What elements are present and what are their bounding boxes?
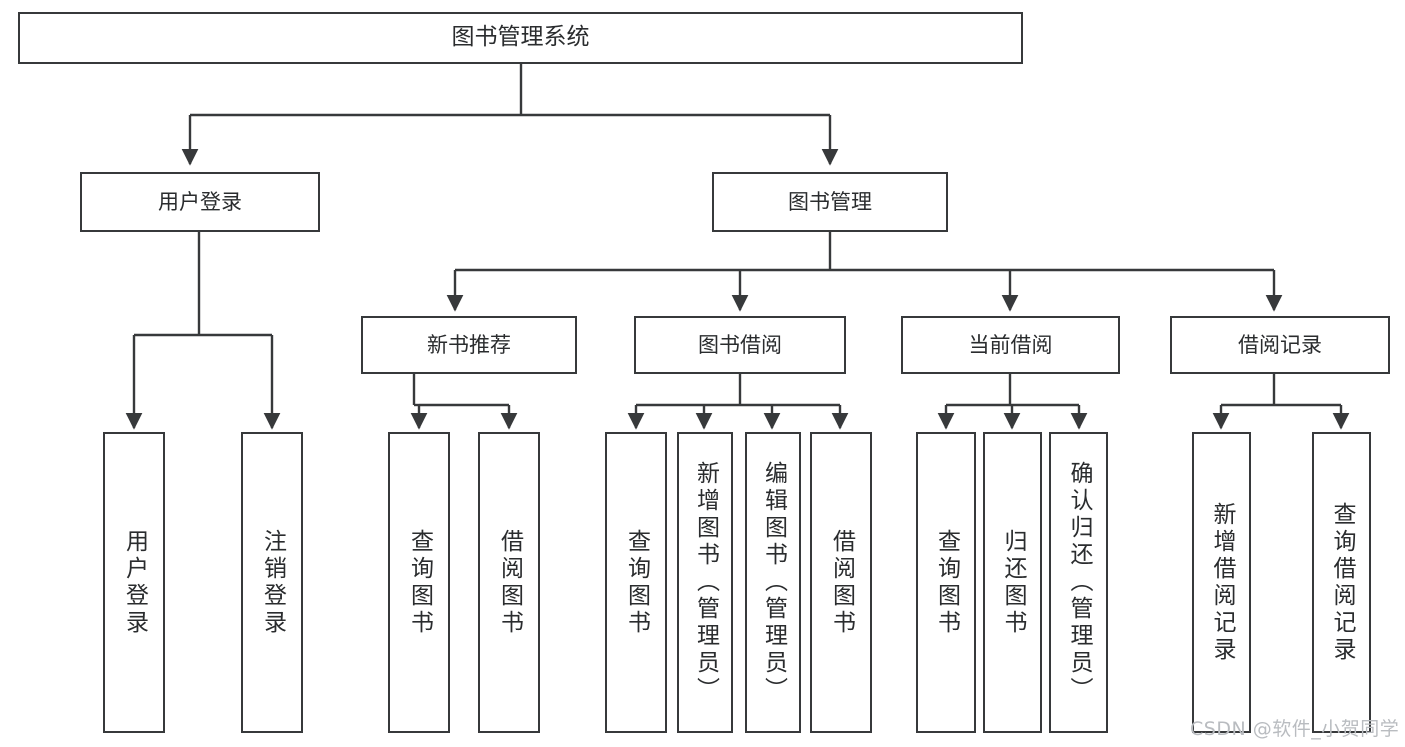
node-current-borrow-label: 当前借阅 [968, 332, 1053, 357]
leaf-label: 查询图书 [933, 528, 960, 637]
node-root-book-management-system[interactable]: 图书管理系统 [18, 12, 1023, 64]
watermark-text: CSDN @软件_小贺同学 [1190, 718, 1400, 740]
node-new-book-recommend[interactable]: 新书推荐 [361, 316, 577, 374]
node-book-management[interactable]: 图书管理 [712, 172, 948, 232]
leaf-current-borrow-confirm-return[interactable]: 确认归还（管理员） [1049, 432, 1108, 733]
leaf-new-book-borrow-book[interactable]: 借阅图书 [478, 432, 540, 733]
leaf-borrow-record-query-record[interactable]: 查询借阅记录 [1312, 432, 1371, 733]
leaf-label: 用户登录 [121, 528, 148, 637]
node-root-label: 图书管理系统 [451, 24, 590, 51]
leaf-label: 查询借阅记录 [1329, 501, 1355, 664]
leaf-current-borrow-query-book[interactable]: 查询图书 [916, 432, 976, 733]
leaf-label: 编辑图书（管理员） [760, 461, 787, 704]
leaf-book-borrow-edit-book[interactable]: 编辑图书（管理员） [745, 432, 801, 733]
leaf-label: 借阅图书 [828, 528, 855, 637]
node-book-borrow[interactable]: 图书借阅 [634, 316, 846, 374]
node-current-borrow[interactable]: 当前借阅 [901, 316, 1120, 374]
leaf-label: 新增借阅记录 [1209, 501, 1235, 664]
node-user-login-label: 用户登录 [158, 189, 242, 214]
node-user-login[interactable]: 用户登录 [80, 172, 320, 232]
leaf-user-login-login[interactable]: 用户登录 [103, 432, 165, 733]
leaf-borrow-record-add-record[interactable]: 新增借阅记录 [1192, 432, 1251, 733]
node-borrow-record-label: 借阅记录 [1238, 332, 1322, 357]
leaf-label: 确认归还（管理员） [1066, 461, 1092, 704]
node-borrow-record[interactable]: 借阅记录 [1170, 316, 1390, 374]
leaf-user-login-logout[interactable]: 注销登录 [241, 432, 303, 733]
leaf-book-borrow-query-book[interactable]: 查询图书 [605, 432, 667, 733]
leaf-label: 新增图书（管理员） [692, 461, 719, 704]
leaf-new-book-query-book[interactable]: 查询图书 [388, 432, 450, 733]
leaf-book-borrow-add-book[interactable]: 新增图书（管理员） [677, 432, 733, 733]
node-book-management-label: 图书管理 [788, 189, 872, 214]
leaf-current-borrow-return-book[interactable]: 归还图书 [983, 432, 1042, 733]
leaf-label: 借阅图书 [496, 528, 523, 637]
leaf-label: 查询图书 [406, 528, 433, 637]
node-new-book-recommend-label: 新书推荐 [427, 332, 511, 357]
leaf-label: 归还图书 [1000, 528, 1026, 637]
leaf-label: 注销登录 [259, 528, 286, 637]
leaf-book-borrow-borrow-book[interactable]: 借阅图书 [810, 432, 872, 733]
leaf-label: 查询图书 [623, 528, 650, 637]
node-book-borrow-label: 图书借阅 [698, 332, 782, 357]
